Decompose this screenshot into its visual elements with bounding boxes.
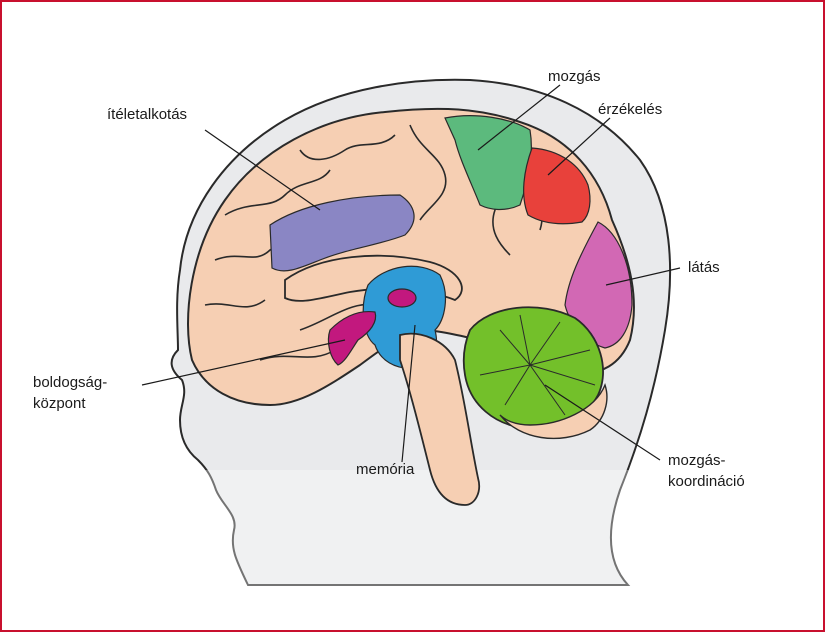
vision-label: látás	[688, 258, 720, 277]
happiness-label-line1: boldogság-	[33, 373, 107, 392]
neck-fade	[190, 470, 650, 590]
coordination-label-line1: mozgás-	[668, 451, 726, 470]
judgement-label: ítéletalkotás	[107, 105, 187, 124]
thalamus	[388, 289, 416, 307]
movement-label: mozgás	[548, 67, 601, 86]
coordination-label-line2: koordináció	[668, 472, 745, 491]
memory-label: memória	[356, 460, 414, 479]
happiness-label-line2: központ	[33, 394, 86, 413]
sensing-label: érzékelés	[598, 100, 662, 119]
